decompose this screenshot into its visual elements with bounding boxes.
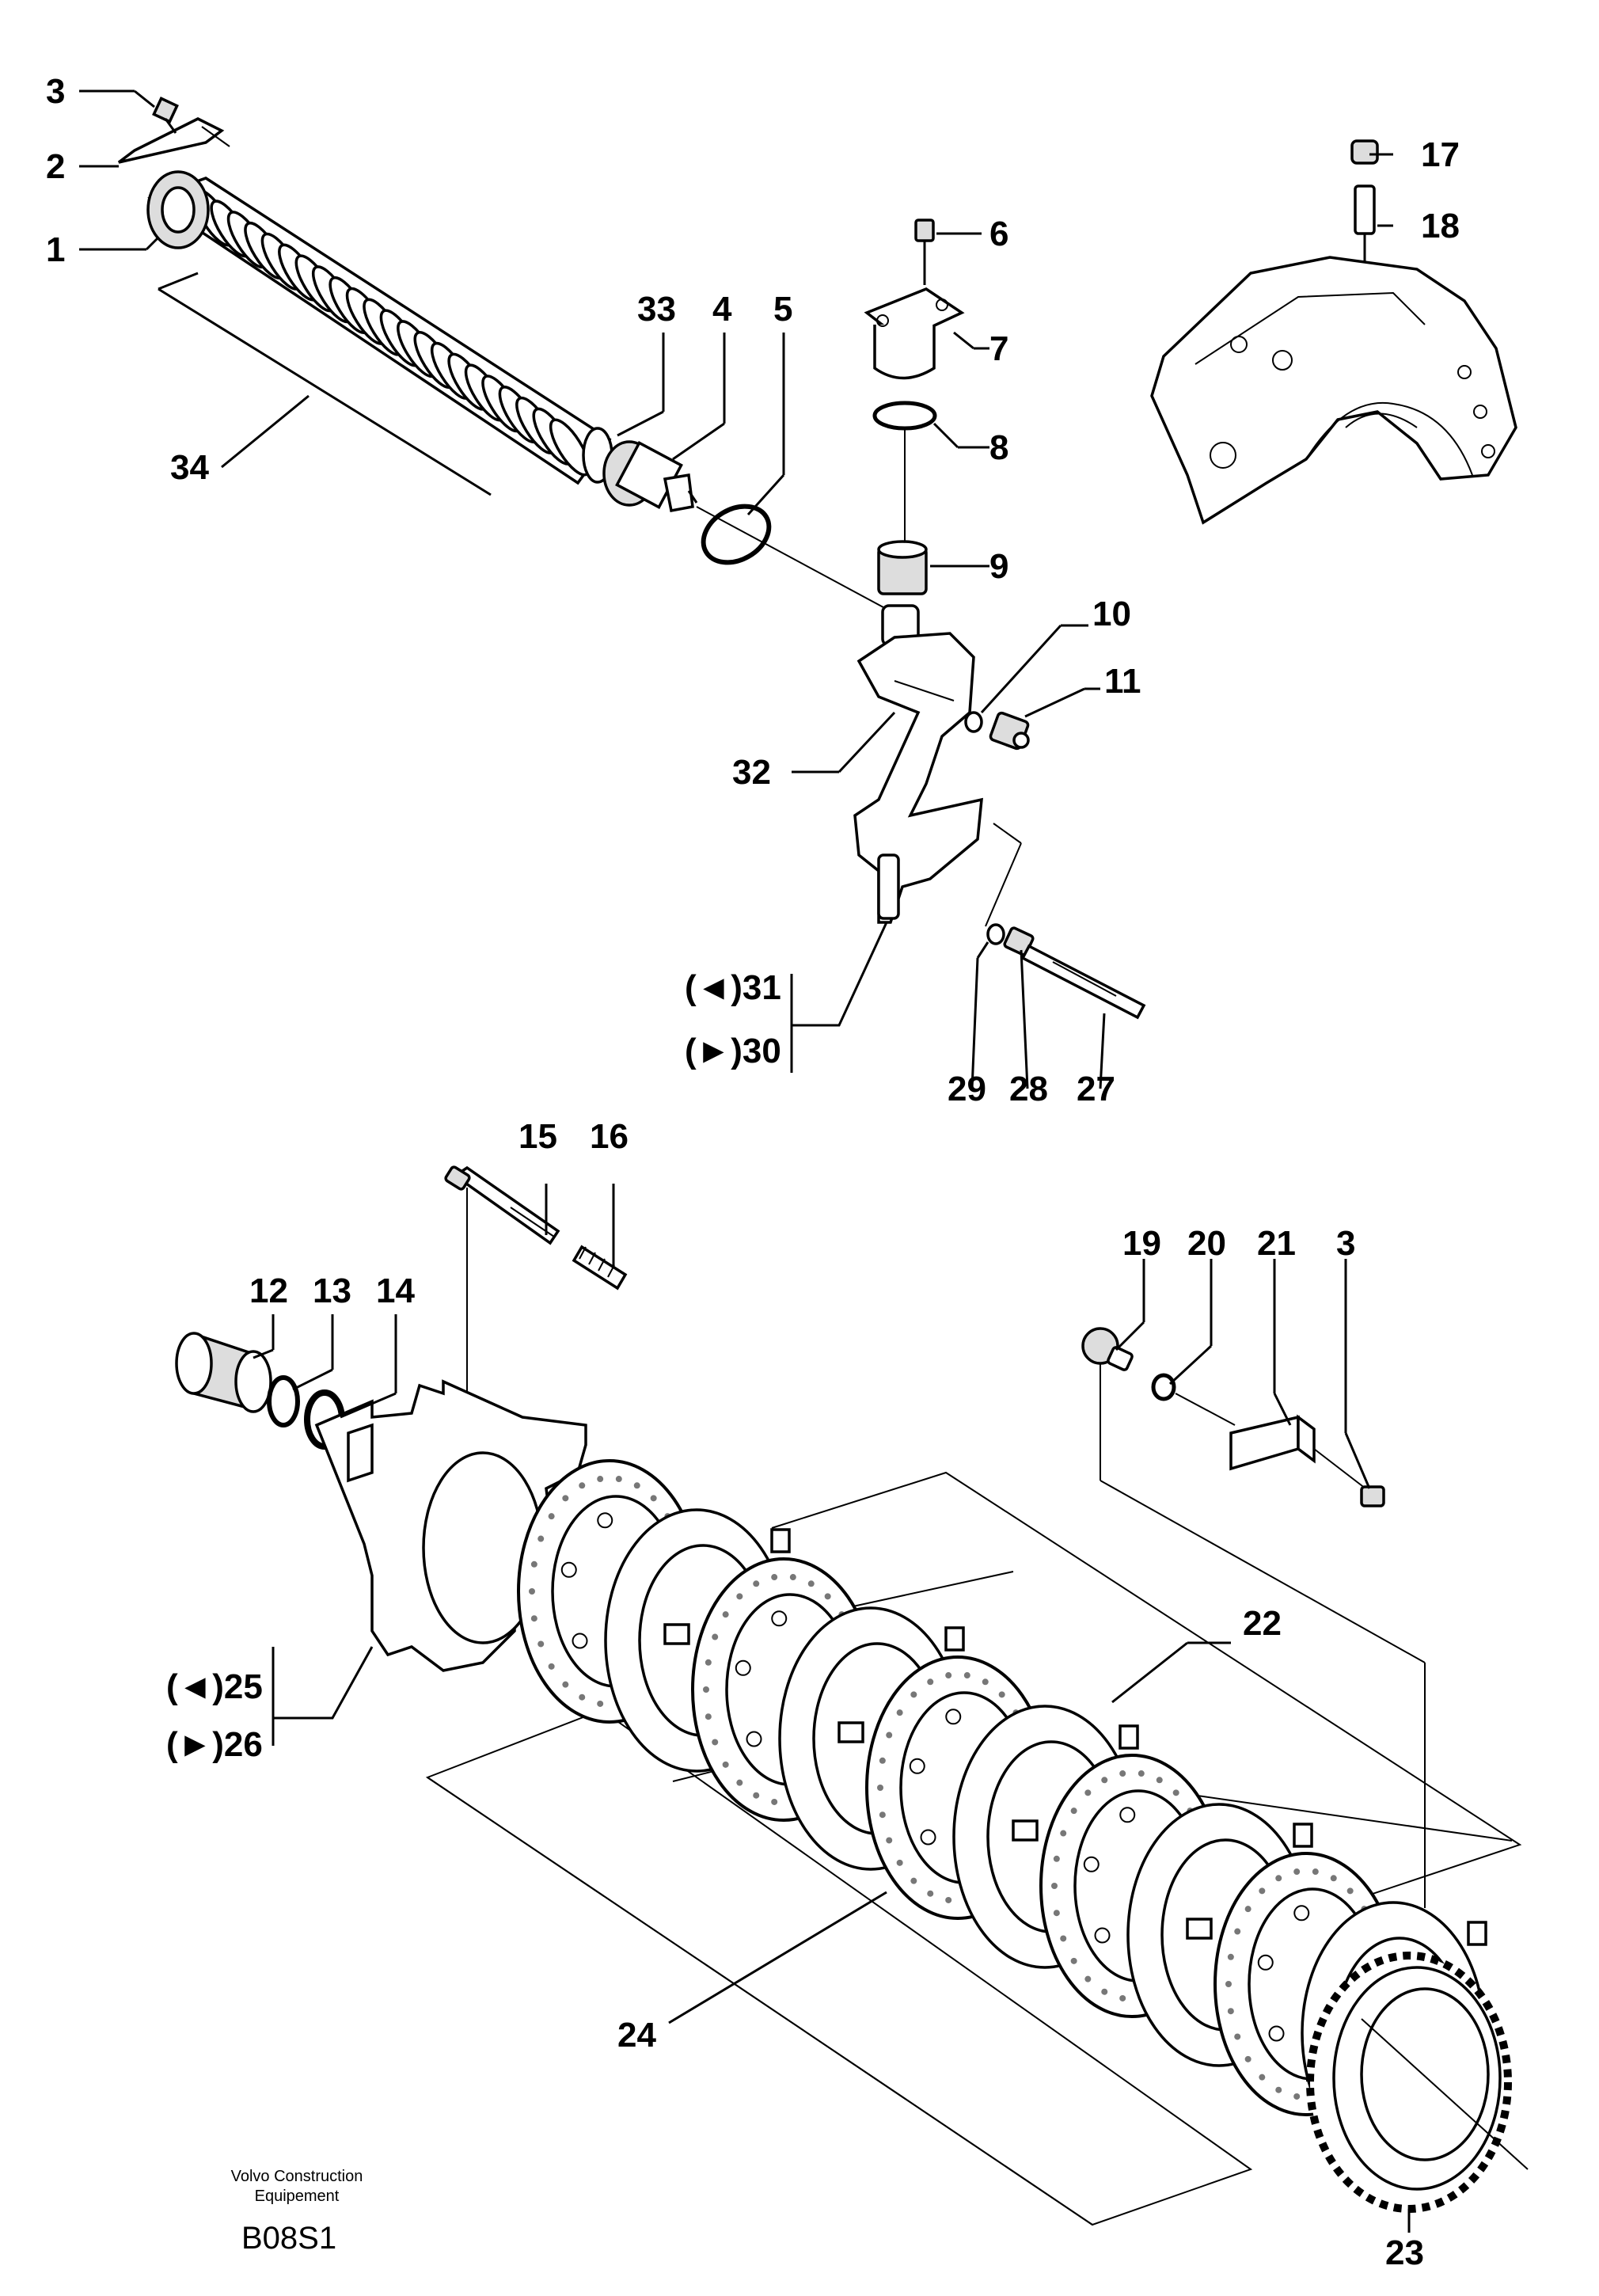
screw [914,219,935,242]
callout-29: 29 [948,1070,986,1108]
bolt [452,1165,560,1245]
screw [152,97,179,134]
footer: Volvo Construction Equipement B08S1 [231,2168,363,2256]
callout-2: 2 [46,147,65,186]
housing [1150,139,1517,525]
spring [572,1245,628,1291]
callout-31: (◄)31 [685,968,781,1007]
pin [877,540,928,595]
callout-28: 28 [1009,1070,1048,1108]
cover [864,287,965,380]
company-name: Volvo Construction [231,2168,363,2185]
callout-25: (◄)25 [166,1667,263,1706]
company-name-line2: Equipement [255,2188,340,2205]
disc-pack [314,1379,1529,2226]
callout-5: 5 [773,290,792,329]
callout-1: 1 [46,230,65,269]
o-ring [267,1375,300,1427]
callout-12: 12 [249,1272,288,1310]
callout-18: 18 [1421,207,1460,245]
callout-33: 33 [637,290,676,329]
callout-labels: 3 2 1 34 33 4 5 6 7 8 9 10 11 32 (◄)31 (… [46,72,1460,2272]
sensor-set [1081,1327,1426,1908]
callout-23: 23 [1385,2233,1424,2272]
callout-27: 27 [1077,1070,1115,1108]
callout-9: 9 [989,547,1008,586]
callout-14: 14 [376,1272,415,1310]
callout-11: 11 [1104,662,1141,701]
adjusting-rod [1020,944,1146,1020]
callout-34: 34 [170,448,209,487]
callout-16: 16 [590,1117,629,1156]
spring-coils [192,188,591,477]
leader-lines [79,89,1411,2233]
o-ring [701,504,772,565]
o-ring [872,401,937,431]
piston [602,440,698,513]
plug [1350,139,1379,165]
callout-21: 21 [1257,1224,1296,1263]
callout-13: 13 [313,1272,351,1310]
sleeve [175,1332,272,1413]
sealing-ring [1151,1373,1176,1401]
callout-4: 4 [712,290,732,329]
callout-6: 6 [989,215,1008,253]
callout-26: (►)26 [166,1725,263,1764]
ring-gear [1306,1952,1529,2213]
callout-7: 7 [989,329,1008,368]
bolt-spring-assembly [444,1165,628,1393]
bracket [117,117,225,164]
diagram-code: B08S1 [241,2221,336,2256]
callout-3: 3 [46,72,65,111]
callout-15: 15 [518,1117,557,1156]
bracket [1229,1414,1316,1471]
piston-shaft-assembly [117,97,903,618]
callout-10: 10 [1092,595,1131,633]
callout-32: 32 [732,753,771,792]
callout-30: (►)30 [685,1032,781,1070]
callout-3b: 3 [1336,1224,1355,1263]
washer [964,711,983,733]
shift-fork [853,604,983,924]
callout-24: 24 [617,2016,656,2055]
screw [1360,1485,1385,1507]
shift-fork-assembly [853,219,1146,1020]
nut [989,711,1030,751]
callout-20: 20 [1187,1224,1226,1263]
callout-19: 19 [1122,1224,1161,1263]
callout-17: 17 [1421,135,1460,174]
washer [986,923,1005,945]
callout-8: 8 [989,428,1008,467]
plug [1081,1327,1134,1371]
callout-22: 22 [1243,1604,1282,1643]
